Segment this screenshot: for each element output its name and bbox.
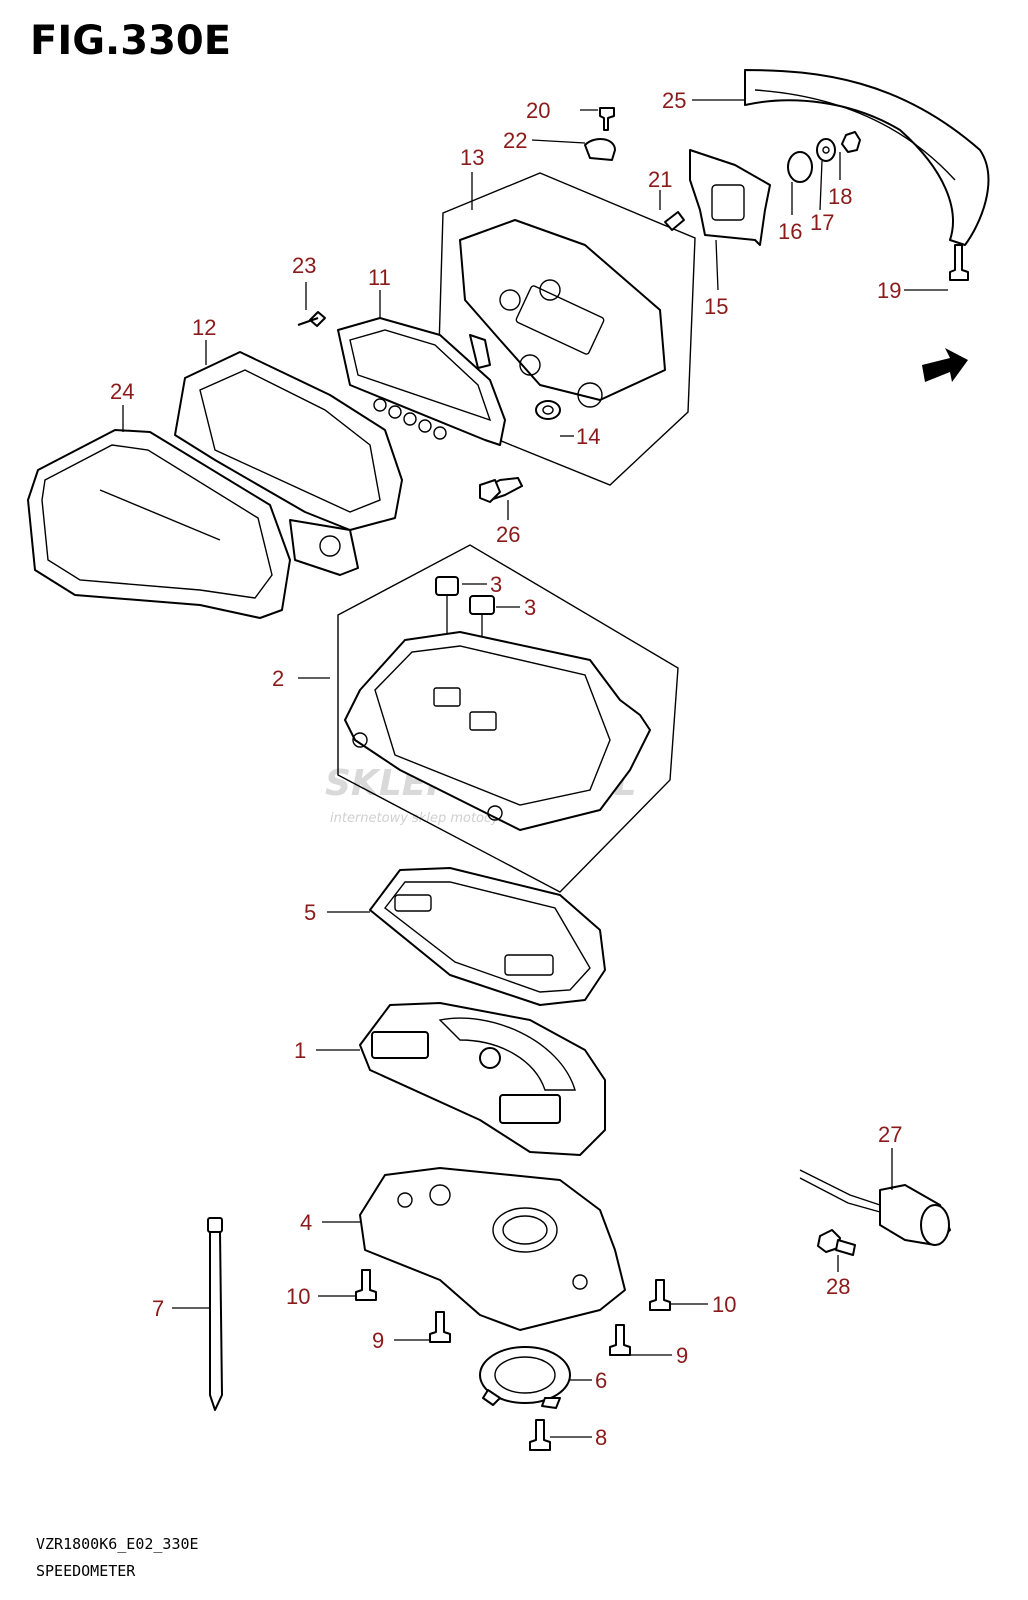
callout-20: 20: [526, 98, 550, 123]
callout-12: 12: [192, 315, 216, 340]
front-direction-arrow-icon: [922, 348, 968, 382]
callout-27: 27: [878, 1122, 902, 1147]
callout-14: 14: [576, 424, 600, 449]
callout-9-left: 9: [372, 1328, 384, 1353]
callout-11: 11: [368, 265, 391, 290]
hardware-16-17-18: [787, 131, 861, 183]
callout-3-lower: 3: [524, 595, 536, 620]
lens-part-5: [369, 867, 606, 1006]
callout-17: 17: [810, 210, 834, 235]
callout-2: 2: [272, 666, 284, 691]
callout-1: 1: [294, 1038, 306, 1063]
callout-18: 18: [828, 184, 852, 209]
section-name: SPEEDOMETER: [36, 1562, 136, 1580]
lower-housing-part-4: [359, 1167, 626, 1331]
callout-3-upper: 3: [490, 572, 502, 597]
bolt-part-26: [479, 477, 523, 503]
cover-part-25: [744, 69, 990, 246]
display-part-11: [337, 317, 506, 446]
plate-part-6: [479, 1346, 571, 1409]
callout-22: 22: [503, 128, 527, 153]
display-buttons: [373, 398, 447, 440]
bolt-part-28: [817, 1229, 856, 1256]
callout-5: 5: [304, 900, 316, 925]
lower-case-part-12: [174, 351, 403, 576]
grommet-part-14: [535, 400, 561, 420]
model-code: VZR1800K6_E02_330E: [36, 1535, 199, 1553]
callout-10-right: 10: [712, 1292, 736, 1317]
callout-7: 7: [152, 1296, 164, 1321]
watermark-tagline: internetowy sklep motocyklowy: [330, 811, 537, 826]
callout-4: 4: [300, 1210, 312, 1235]
callout-16: 16: [778, 219, 802, 244]
visor-part-24: [27, 429, 291, 619]
screws-bottom: [355, 1269, 671, 1451]
callout-26: 26: [496, 522, 520, 547]
callout-13: 13: [460, 145, 484, 170]
callout-21: 21: [648, 167, 672, 192]
cable-tie-part-7: [207, 1217, 223, 1411]
bracket-part-15: [689, 149, 771, 246]
callout-6: 6: [595, 1368, 607, 1393]
callout-23: 23: [292, 253, 316, 278]
callout-labels: 25 20 22 13 21 18 16 17 15 19 23 11 12 2…: [110, 88, 902, 1450]
meter-case-part-13: [459, 219, 666, 408]
leader-lines: [122, 99, 948, 1438]
assembly-box-2: [337, 544, 679, 893]
callout-9-right: 9: [676, 1343, 688, 1368]
callout-24: 24: [110, 379, 134, 404]
callout-28: 28: [826, 1274, 850, 1299]
callout-19: 19: [877, 278, 901, 303]
callout-10-left: 10: [286, 1284, 310, 1309]
upper-case-part-2: [344, 631, 651, 831]
callout-15: 15: [704, 294, 728, 319]
callout-8: 8: [595, 1425, 607, 1450]
sensor-part-27: [799, 1169, 951, 1246]
callout-25: 25: [662, 88, 686, 113]
screws-top: [297, 107, 969, 327]
figure-title: FIG.330E: [30, 18, 232, 64]
meter-assembly-part-1: [359, 1002, 606, 1156]
